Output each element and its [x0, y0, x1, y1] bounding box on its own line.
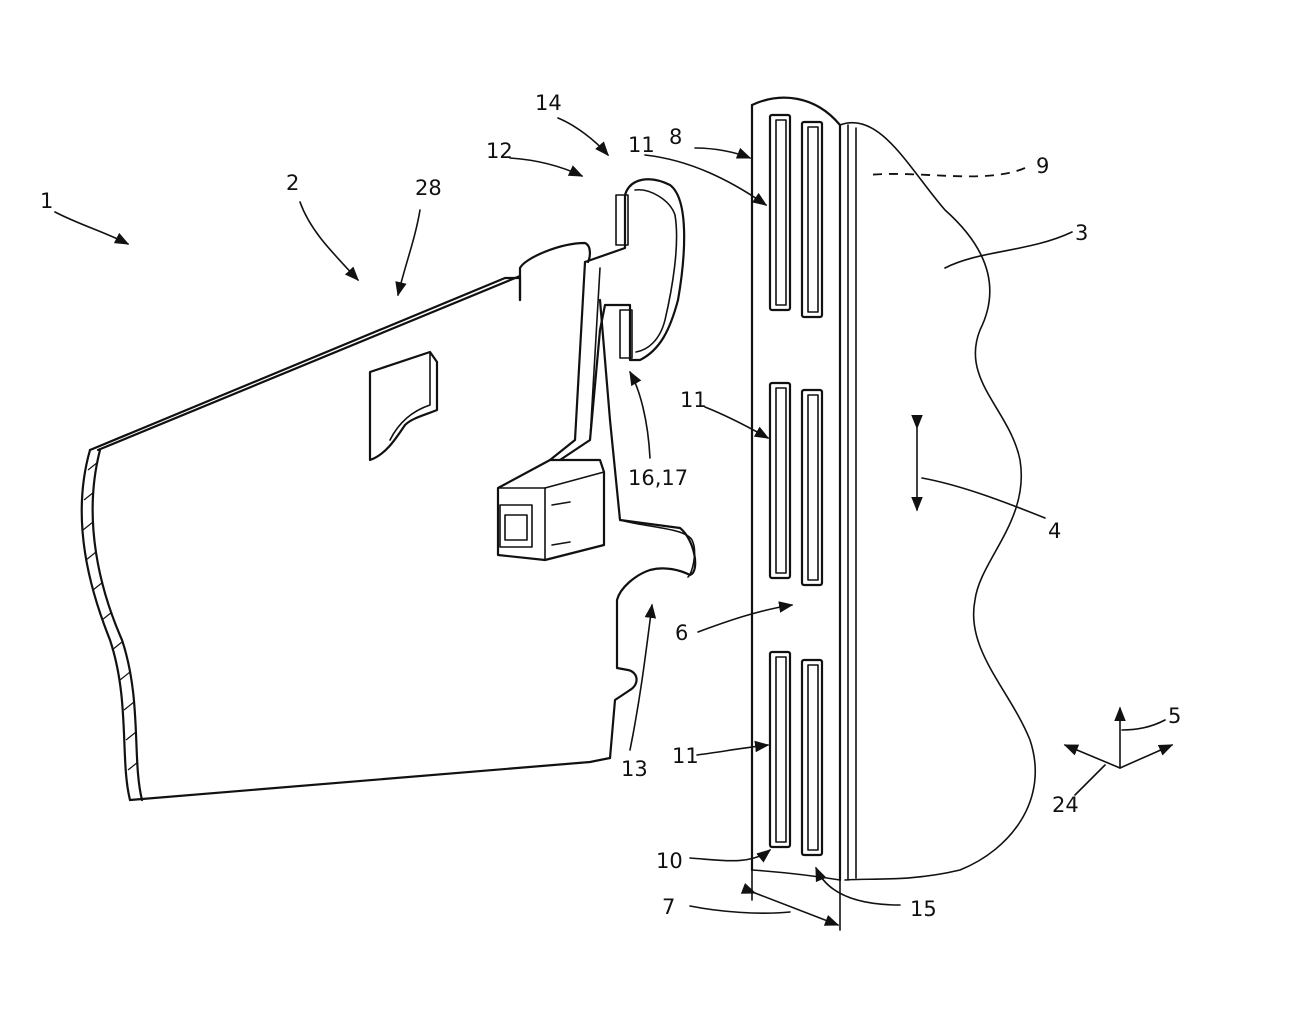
label-28: 28: [415, 176, 442, 200]
slot-group-bottom: [768, 650, 824, 857]
label-2: 2: [286, 171, 299, 195]
hatching: [82, 461, 139, 771]
label-1: 1: [40, 189, 53, 213]
coordinate-axes: [1063, 706, 1174, 769]
label-14: 14: [535, 91, 562, 115]
label-8: 8: [669, 125, 682, 149]
label-3: 3: [1075, 221, 1088, 245]
bracket-arm: [548, 178, 686, 462]
label-11-top: 11: [628, 133, 655, 157]
reference-labels: 1 2 28 12 14 11 8 9 3 11 16,17 4 6 13 11…: [40, 91, 1181, 921]
leader-lines: [54, 117, 1166, 914]
wall-panel: [839, 122, 1036, 881]
label-5: 5: [1168, 704, 1181, 728]
support-rail: [750, 96, 857, 882]
label-11-bottom: 11: [672, 744, 699, 768]
label-12: 12: [486, 139, 513, 163]
label-15: 15: [910, 897, 937, 921]
label-10: 10: [656, 849, 683, 873]
label-7: 7: [662, 895, 675, 919]
label-13: 13: [621, 757, 648, 781]
label-24: 24: [1052, 793, 1079, 817]
label-11-middle: 11: [680, 388, 707, 412]
slot-group-top: [768, 113, 824, 319]
label-6: 6: [675, 621, 688, 645]
width-dimension: [740, 869, 841, 931]
slot-group-middle: [768, 381, 824, 587]
shelf-bracket: [80, 241, 697, 802]
label-9: 9: [1036, 154, 1049, 178]
connector-block: [496, 458, 606, 562]
label-4: 4: [1048, 519, 1061, 543]
label-16-17: 16,17: [628, 466, 688, 490]
